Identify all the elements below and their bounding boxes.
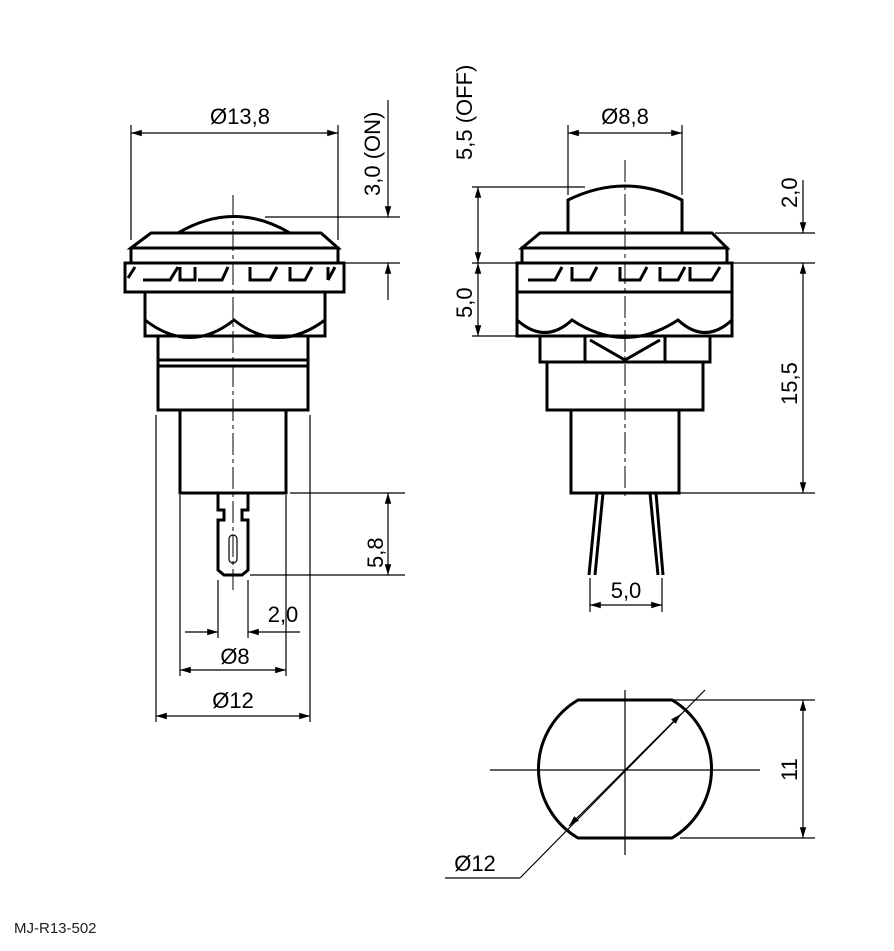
cap-diameter-label: Ø13,8 <box>210 104 270 129</box>
body-length-label: 15,5 <box>777 362 802 405</box>
terminal-length-label: 5,8 <box>363 537 388 568</box>
front-view-switch <box>515 160 734 576</box>
part-number-label: MJ-R13-502 <box>14 920 97 937</box>
button-diameter-label: Ø8,8 <box>601 104 649 129</box>
travel-off-label: 5,5 (OFF) <box>452 65 477 160</box>
terminal-width-label: 2,0 <box>268 602 299 627</box>
front-view-dimensions <box>472 125 815 612</box>
nut-height-label: 5,0 <box>452 287 477 318</box>
side-view-dimensions <box>130 100 405 722</box>
cutout-diameter-label: Ø12 <box>454 851 496 876</box>
thread-diameter-label: Ø12 <box>212 688 254 713</box>
body-diameter-label: Ø8 <box>220 644 249 669</box>
travel-on-label: 3,0 (ON) <box>360 112 385 196</box>
side-view-switch <box>123 195 346 590</box>
panel-cutout <box>445 689 815 879</box>
button-height-label: 2,0 <box>777 177 802 208</box>
pin-spacing-label: 5,0 <box>611 578 642 603</box>
cutout-flat-width-label: 11 <box>777 758 802 781</box>
